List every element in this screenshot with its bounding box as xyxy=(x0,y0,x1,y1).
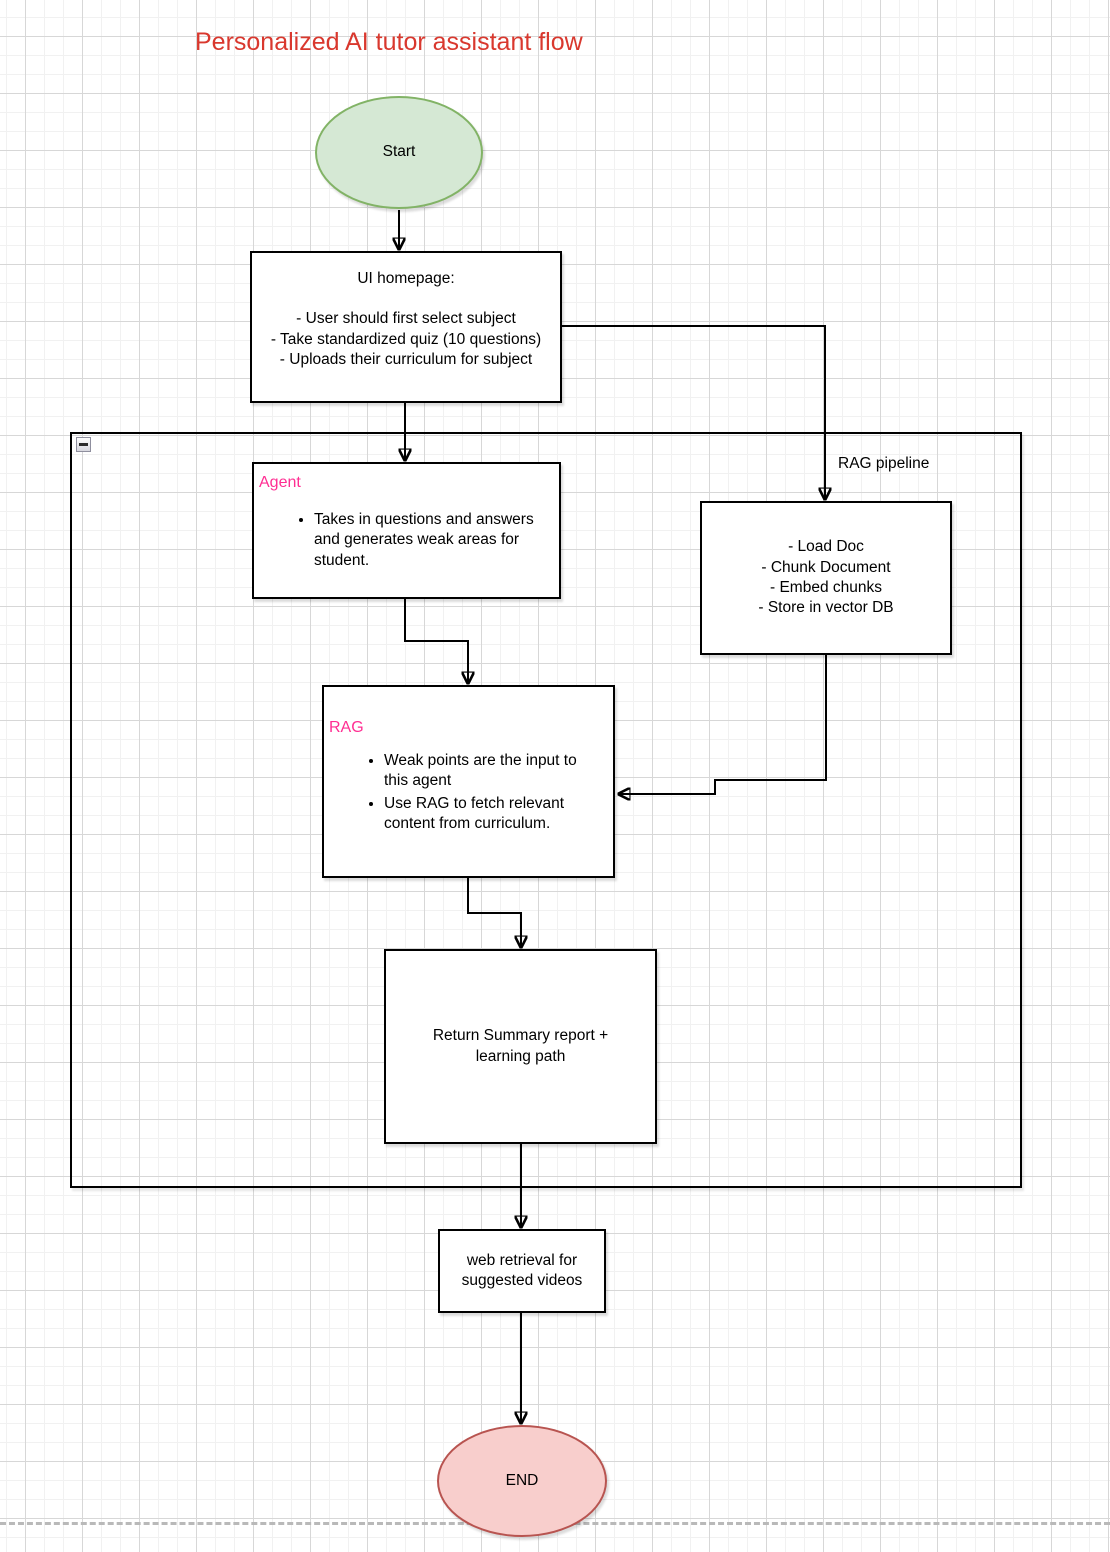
collapse-minus-icon[interactable] xyxy=(76,437,91,452)
edge-ui-to-ragpipeline[interactable] xyxy=(562,325,825,499)
ui-homepage-line: - Uploads their curriculum for subject xyxy=(279,351,533,369)
agent-node[interactable]: Agent Takes in questions and answers and… xyxy=(252,462,561,599)
rag-pipeline-node[interactable]: - Load Doc - Chunk Document - Embed chun… xyxy=(700,501,952,655)
diagram-title[interactable]: Personalized AI tutor assistant flow xyxy=(195,28,583,56)
start-label: Start xyxy=(382,143,416,161)
return-summary-node[interactable]: Return Summary report + learning path xyxy=(384,949,657,1144)
loaddoc-line: - Store in vector DB xyxy=(758,599,894,617)
end-label: END xyxy=(505,1471,539,1489)
web-retrieval-node[interactable]: web retrieval for suggested videos xyxy=(438,1229,606,1313)
spacer xyxy=(252,289,560,309)
edge-agent-to-rag[interactable] xyxy=(404,599,468,683)
minus-glyph xyxy=(79,443,88,446)
agent-label: Agent xyxy=(259,474,301,491)
ui-homepage-node[interactable]: UI homepage: - User should first select … xyxy=(250,251,562,403)
ui-homepage-line: - User should first select subject xyxy=(296,310,516,328)
start-node[interactable]: Start xyxy=(315,96,483,209)
rag-bullet: Weak points are the input to this agent xyxy=(384,751,605,792)
loaddoc-line: - Chunk Document xyxy=(761,558,891,576)
loaddoc-line: - Embed chunks xyxy=(770,579,882,596)
rag-node[interactable]: RAG Weak points are the input to this ag… xyxy=(322,685,615,878)
ui-homepage-line: - Take standardized quiz (10 questions) xyxy=(270,330,542,348)
return-summary-label: Return Summary report + learning path xyxy=(432,1027,609,1065)
agent-bullet: Takes in questions and answers and gener… xyxy=(314,510,551,571)
edge-loaddoc-to-rag[interactable] xyxy=(619,655,827,794)
web-retrieval-label: web retrieval for suggested videos xyxy=(461,1251,583,1289)
loaddoc-line: - Load Doc xyxy=(788,538,864,556)
ui-homepage-heading: UI homepage: xyxy=(357,270,455,287)
end-node[interactable]: END xyxy=(437,1425,607,1537)
group-container[interactable] xyxy=(70,432,1022,1188)
rag-label: RAG xyxy=(329,719,364,736)
rag-bullet: Use RAG to fetch relevant content from c… xyxy=(384,794,605,835)
rag-pipeline-edge-label[interactable]: RAG pipeline xyxy=(838,455,930,472)
edge-rag-to-return[interactable] xyxy=(467,878,521,947)
